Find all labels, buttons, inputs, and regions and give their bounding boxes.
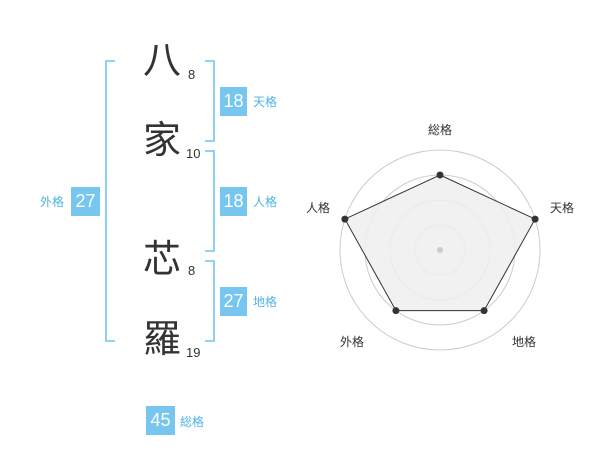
stroke-count-3: 8 bbox=[188, 263, 196, 278]
soukaku-label: 総格 bbox=[180, 415, 205, 429]
radar-point bbox=[436, 171, 444, 179]
tenkaku-bracket bbox=[205, 60, 215, 142]
gaikaku-value: 27 bbox=[71, 187, 100, 216]
radar-axis-label-gaikaku: 外格 bbox=[340, 335, 365, 349]
soukaku-value: 45 bbox=[146, 406, 175, 435]
stroke-count-2: 10 bbox=[186, 146, 201, 161]
stroke-count-4: 19 bbox=[186, 345, 201, 360]
radar-center-dot bbox=[437, 247, 443, 253]
radar-axis-label-soukaku: 総格 bbox=[428, 123, 453, 137]
chikaku-bracket bbox=[205, 260, 215, 342]
jinkaku-bracket bbox=[205, 150, 215, 252]
name-char-3: 芯 bbox=[143, 237, 182, 281]
radar-point bbox=[480, 307, 488, 315]
radar-axis-label-tenkaku: 天格 bbox=[550, 201, 575, 215]
chikaku-label: 地格 bbox=[253, 295, 278, 309]
stroke-count-1: 8 bbox=[188, 67, 196, 82]
jinkaku-label: 人格 bbox=[253, 195, 278, 209]
tenkaku-label: 天格 bbox=[253, 95, 278, 109]
name-char-1: 八 bbox=[143, 38, 182, 82]
radar-point bbox=[531, 215, 539, 223]
chikaku-value: 27 bbox=[220, 287, 247, 316]
tenkaku-value: 18 bbox=[220, 87, 247, 116]
name-char-2: 家 bbox=[143, 118, 182, 162]
radar-area bbox=[344, 174, 536, 312]
radar-ring bbox=[339, 149, 541, 351]
gaikaku-label: 外格 bbox=[40, 195, 65, 209]
radar-point bbox=[392, 307, 400, 315]
gaikaku-bracket bbox=[105, 60, 115, 342]
radar-point bbox=[341, 215, 349, 223]
name-char-4: 羅 bbox=[143, 317, 182, 361]
radar-axis-label-chikaku: 地格 bbox=[512, 335, 537, 349]
jinkaku-value: 18 bbox=[220, 187, 247, 216]
radar-axis-label-jinkaku: 人格 bbox=[306, 201, 331, 215]
